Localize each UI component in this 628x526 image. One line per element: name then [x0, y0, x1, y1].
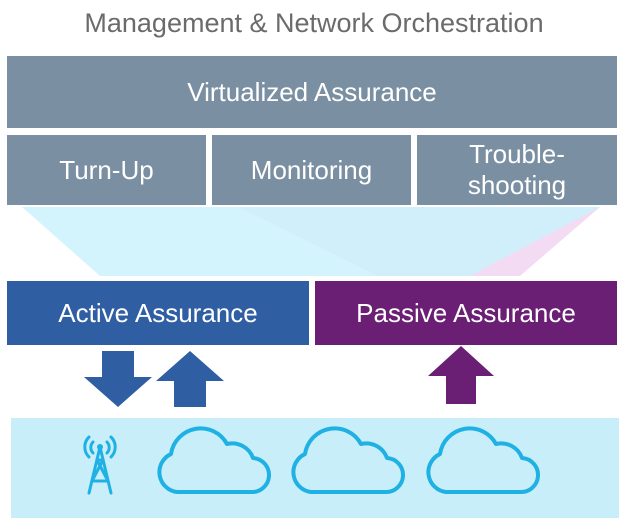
turn-up-label: Turn-Up [59, 154, 154, 185]
active-assurance-label: Active Assurance [58, 297, 258, 328]
turn-up-box: Turn-Up [7, 135, 206, 205]
arrow-up-icon [428, 346, 494, 404]
cloud-icon [291, 426, 405, 495]
cloud-icon [157, 426, 271, 495]
troubleshooting-box: Trouble- shooting [417, 135, 617, 205]
active-assurance-box: Active Assurance [7, 281, 309, 345]
monitoring-box: Monitoring [212, 135, 411, 205]
diagram-title: Management & Network Orchestration [84, 8, 544, 38]
virtualized-assurance-label: Virtualized Assurance [187, 76, 437, 107]
funnel-active [22, 207, 600, 276]
arrow-down-icon [84, 351, 152, 407]
arrow-up-icon [156, 351, 224, 407]
virtualized-assurance-box: Virtualized Assurance [7, 56, 617, 128]
monitoring-label: Monitoring [250, 154, 373, 185]
troubleshooting-label-line1: Trouble- [469, 139, 565, 169]
cell-tower-icon [83, 435, 117, 495]
passive-assurance-box: Passive Assurance [315, 281, 617, 345]
passive-assurance-label: Passive Assurance [356, 297, 576, 328]
cloud-icon [426, 426, 540, 495]
troubleshooting-label-line2: shooting [467, 170, 567, 200]
